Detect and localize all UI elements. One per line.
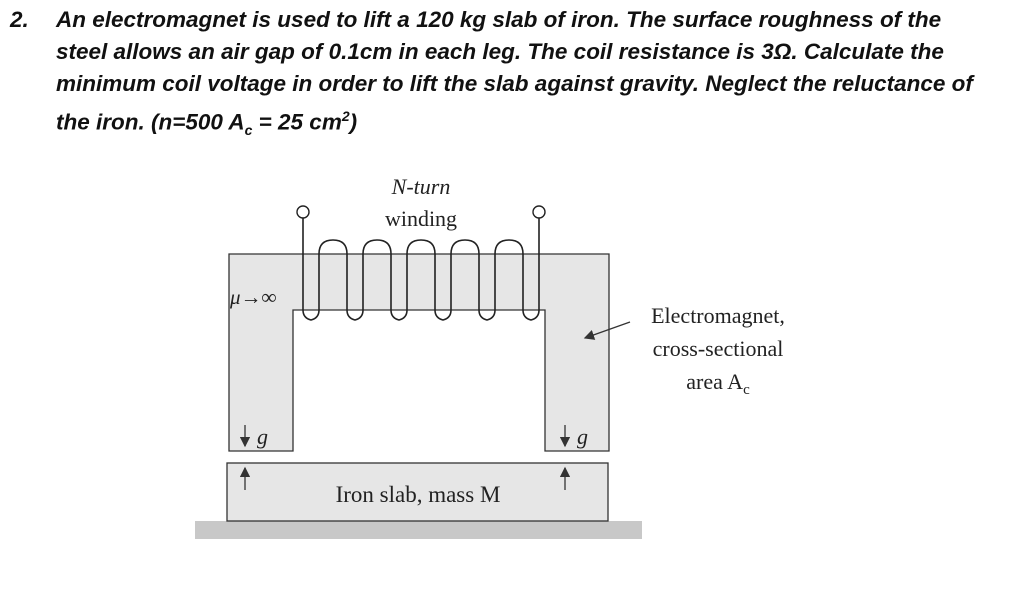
area-subscript: c [244,122,253,138]
core-label-2: cross-sectional [653,336,784,361]
iron-slab [226,462,609,522]
winding-label-1: N-turn [391,174,451,199]
problem-number: 2. [10,7,29,32]
terminal-right-icon [532,205,546,219]
core-label-3-text: area A [686,369,743,394]
problem-line-4: the iron. (n=500 Ac = 25 cm2) [56,100,357,146]
area-value: = 25 cm [252,109,342,135]
terminal-left-icon [296,205,310,219]
area-superscript: 2 [341,108,350,124]
core-callout-arrow [583,321,631,340]
ground [195,521,642,539]
problem-line-3: minimum coil voltage in order to lift th… [56,71,973,96]
winding-label-2: winding [385,206,457,231]
gap-label-right: g [577,424,588,449]
electromagnet-core [228,253,610,452]
permeability-label: μ→∞ [229,285,277,309]
problem-line-2: steel allows an air gap of 0.1cm in each… [56,39,944,64]
core-label-3: area Ac [686,369,750,398]
closing-paren: ) [349,109,358,135]
core-label-1: Electromagnet, [651,303,785,328]
problem-line-1: An electromagnet is used to lift a 120 k… [56,7,942,32]
slab-label: Iron slab, mass M [336,482,501,507]
core-label-subscript: c [743,382,750,398]
gap-label-left: g [257,424,268,449]
coil-winding [302,218,540,321]
problem-line-4-text: the iron. (n=500 A [56,109,245,135]
